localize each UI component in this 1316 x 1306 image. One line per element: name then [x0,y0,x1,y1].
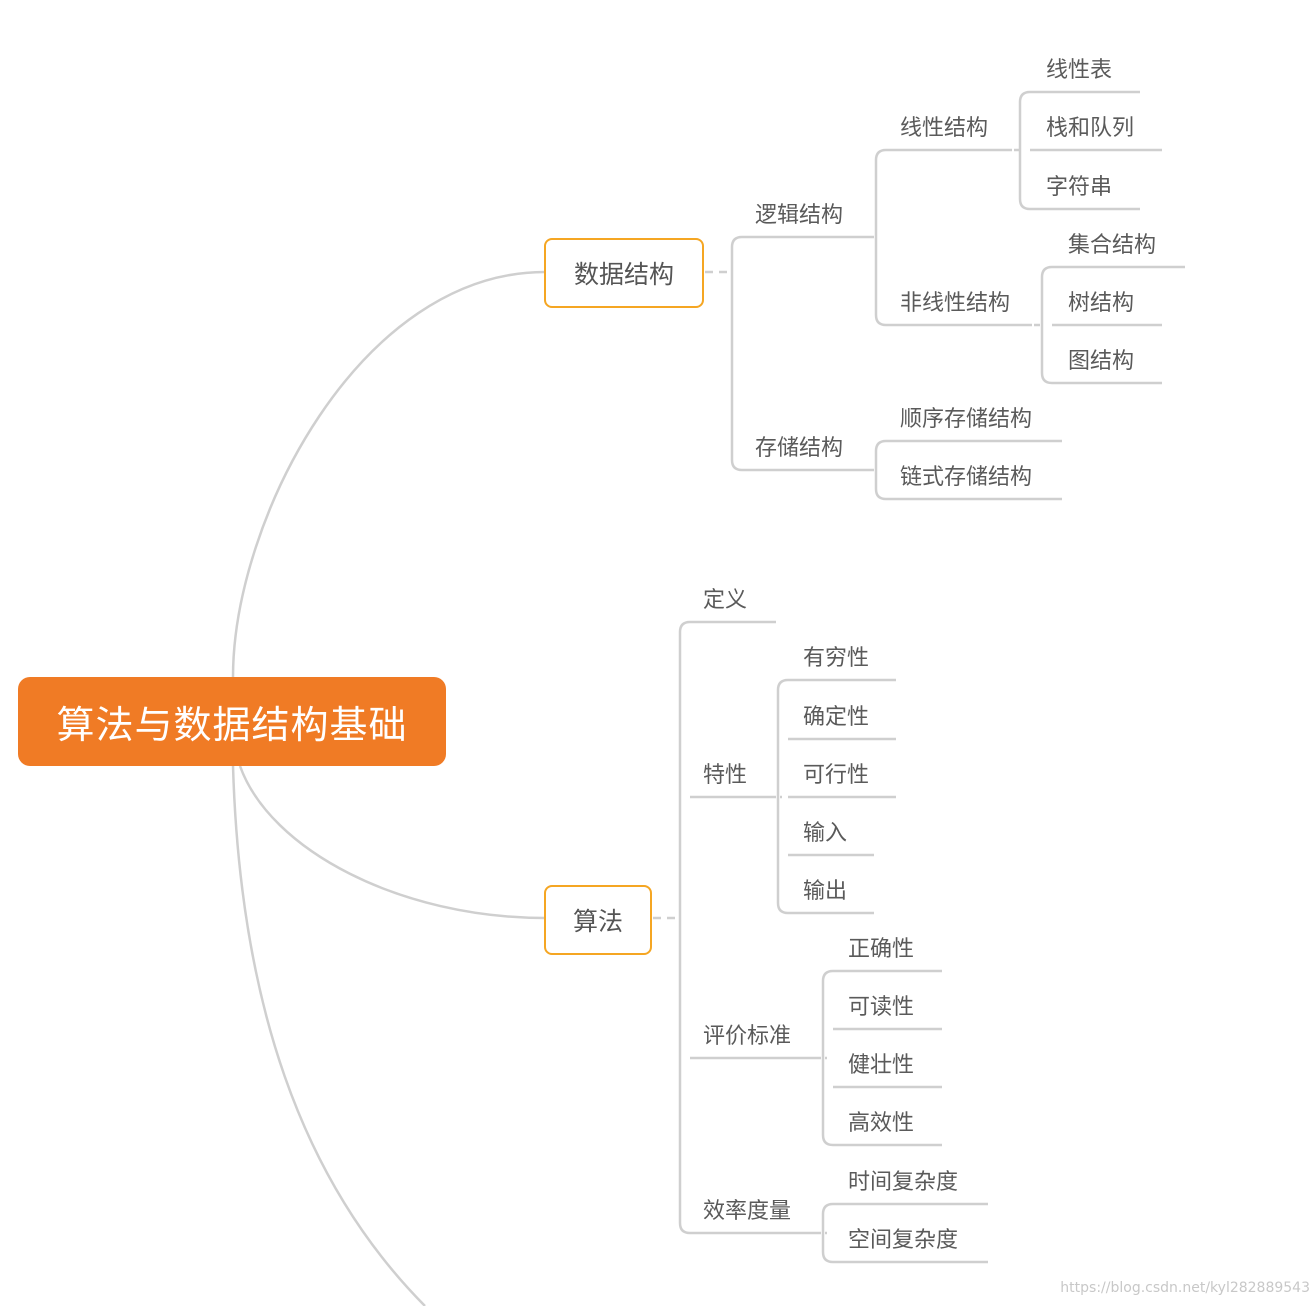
node-efficiency[interactable]: 效率度量 [703,1199,792,1224]
node-leaf[interactable]: 高效性 [848,1111,915,1136]
node-leaf[interactable]: 健壮性 [848,1053,915,1078]
node-properties[interactable]: 特性 [703,763,748,788]
link-root-algorithm [238,765,546,920]
branch-label: 数据结构 [573,260,674,289]
spine-data-structure [730,235,743,472]
link-root-data-structure [231,270,546,678]
spine-algorithm [678,620,691,1235]
node-leaf[interactable]: 顺序存储结构 [900,407,1033,432]
node-leaf[interactable]: 树结构 [1068,291,1135,316]
root-label: 算法与数据结构基础 [56,703,408,747]
node-leaf[interactable]: 字符串 [1046,175,1113,200]
branch-label: 算法 [572,907,623,936]
node-leaf[interactable]: 可读性 [848,995,915,1020]
node-leaf[interactable]: 空间复杂度 [848,1228,959,1253]
node-leaf[interactable]: 输出 [803,879,848,904]
node-criteria[interactable]: 评价标准 [703,1024,792,1049]
link-root-tail [231,765,426,1306]
node-nonlinear-structure[interactable]: 非线性结构 [900,291,1011,316]
watermark: https://blog.csdn.net/kyl282889543 [1060,1280,1310,1296]
node-leaf[interactable]: 正确性 [848,937,915,962]
branch-data-structure[interactable]: 数据结构 [544,238,704,308]
node-leaf[interactable]: 时间复杂度 [848,1170,959,1195]
node-leaf[interactable]: 确定性 [803,705,870,730]
node-linear-structure[interactable]: 线性结构 [900,116,989,141]
node-leaf[interactable]: 栈和队列 [1046,116,1135,141]
node-logical-structure[interactable]: 逻辑结构 [755,203,844,228]
node-leaf[interactable]: 链式存储结构 [900,465,1033,490]
branch-algorithm[interactable]: 算法 [544,885,652,955]
node-leaf[interactable]: 图结构 [1068,349,1135,374]
node-leaf[interactable]: 输入 [803,821,848,846]
node-definition[interactable]: 定义 [703,588,748,613]
node-leaf[interactable]: 可行性 [803,763,870,788]
node-leaf[interactable]: 线性表 [1046,58,1113,83]
spine-logical [874,148,887,327]
node-leaf[interactable]: 集合结构 [1068,233,1157,258]
node-storage-structure[interactable]: 存储结构 [755,436,844,461]
node-leaf[interactable]: 有穷性 [803,646,870,671]
root-node[interactable]: 算法与数据结构基础 [18,677,446,766]
